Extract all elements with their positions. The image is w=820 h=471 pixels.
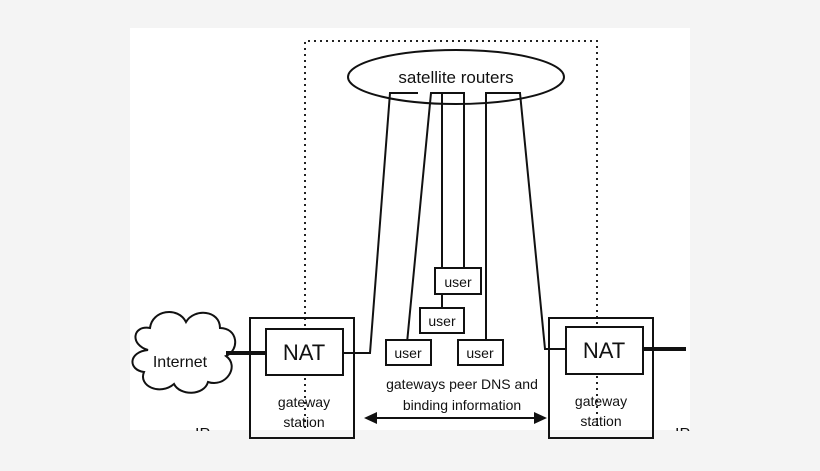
user-terminals: user user user user <box>385 267 504 366</box>
peer-double-arrow <box>364 412 547 424</box>
internet-cloud <box>131 311 236 394</box>
user-label-4: user <box>466 345 494 361</box>
nat-label-right: NAT <box>583 338 625 363</box>
satellite-routers-ellipse <box>347 49 565 105</box>
link-to-left-nat <box>343 92 418 354</box>
gateway-label-right: gateway <box>575 393 627 409</box>
link-to-user-3 <box>447 92 465 268</box>
clipped-ip-left: IP <box>195 426 210 443</box>
user-box-2 <box>419 307 465 334</box>
clipped-ip-right: IP <box>675 426 690 443</box>
gateway-station-right <box>548 317 654 439</box>
peer-note-line-2: binding information <box>403 397 521 413</box>
nat-box-right <box>565 326 644 375</box>
user-label-1: user <box>444 274 472 290</box>
gateway-station-left <box>249 317 355 439</box>
peer-note-line-1: gateways peer DNS and <box>386 376 538 392</box>
nat-box-left <box>265 328 344 376</box>
satellite-dotted-path <box>304 40 598 428</box>
gateway-label-left: gateway <box>278 394 330 410</box>
internet-label: Internet <box>153 354 208 371</box>
satellite-routers-label: satellite routers <box>398 68 513 87</box>
link-to-user-1 <box>406 92 452 344</box>
nat-label-left: NAT <box>283 340 325 365</box>
user-box-3 <box>385 339 432 366</box>
clipped-ip-right-viewport: IP <box>675 426 690 443</box>
user-box-1 <box>434 267 482 295</box>
user-label-2: user <box>428 313 456 329</box>
link-to-right-nat <box>497 92 566 350</box>
user-box-4 <box>457 339 504 366</box>
user-label-3: user <box>394 345 422 361</box>
station-label-left: station <box>283 414 324 430</box>
station-label-right: station <box>580 413 621 429</box>
clipped-ip-left-viewport: IP <box>195 426 210 443</box>
